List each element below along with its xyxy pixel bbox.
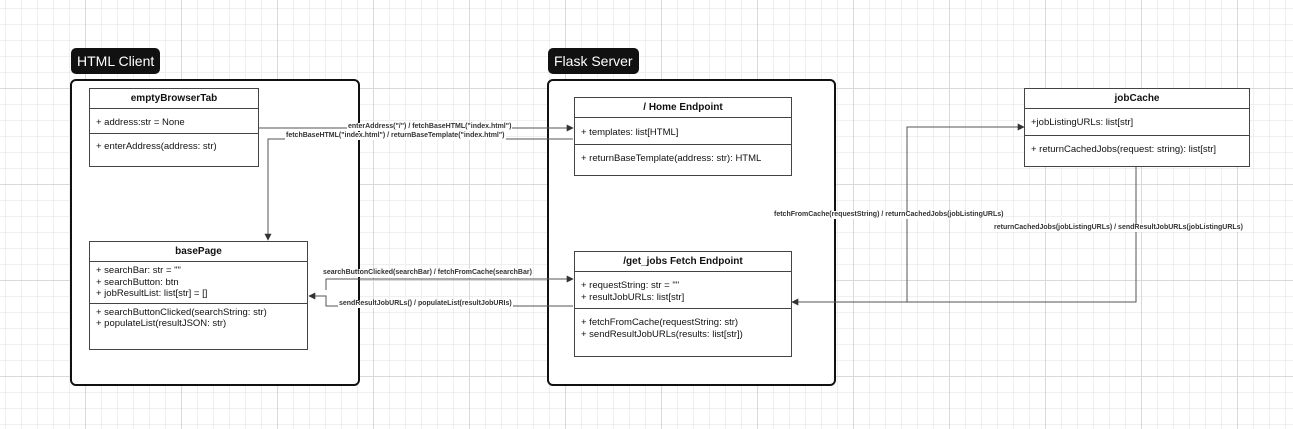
class-base-page[interactable]: basePage + searchBar: str = "" + searchB…	[89, 241, 308, 350]
label-fetch-base-html: fetchBaseHTML("index.html") / returnBase…	[285, 132, 506, 140]
methods-section: + returnBaseTemplate(address: str): HTML	[575, 145, 791, 168]
label-fetch-from-cache: fetchFromCache(requestString) / returnCa…	[773, 211, 1005, 219]
methods-section: + searchButtonClicked(searchString: str)…	[90, 304, 307, 333]
method: + returnBaseTemplate(address: str): HTML	[581, 153, 762, 164]
edge-return-cached	[791, 167, 1137, 306]
attribute: + jobResultList: list[str] = []	[96, 288, 208, 299]
method: + returnCachedJobs(request: string): lis…	[1031, 144, 1217, 155]
method: + populateList(resultJSON: str)	[96, 318, 227, 329]
attribute: + searchButton: btn	[96, 276, 179, 288]
attributes-section: + address:str = None	[90, 109, 258, 134]
class-home-endpoint[interactable]: / Home Endpoint + templates: list[HTML] …	[574, 97, 792, 176]
attribute: + address:str = None	[96, 117, 185, 128]
class-empty-browser-tab[interactable]: emptyBrowserTab + address:str = None + e…	[89, 88, 259, 167]
class-get-jobs-endpoint[interactable]: /get_jobs Fetch Endpoint + requestString…	[574, 251, 792, 357]
method: + sendResultJobURLs(results: list[str])	[581, 328, 743, 340]
label-return-cached: returnCachedJobs(jobListingURLs) / sendR…	[993, 224, 1244, 232]
attributes-section: +jobListingURLs: list[str]	[1025, 109, 1249, 136]
methods-section: + returnCachedJobs(request: string): lis…	[1025, 136, 1249, 159]
methods-section: + fetchFromCache(requestString: str) + s…	[575, 309, 791, 343]
attribute: + templates: list[HTML]	[581, 127, 679, 138]
class-title: jobCache	[1025, 89, 1249, 109]
attribute: +jobListingURLs: list[str]	[1031, 117, 1134, 128]
method: + enterAddress(address: str)	[96, 141, 217, 152]
label-enter-address: enterAddress("/") / fetchBaseHTML("index…	[347, 123, 513, 131]
attributes-section: + requestString: str = "" + resultJobURL…	[575, 272, 791, 309]
attribute: + resultJobURLs: list[str]	[581, 291, 685, 303]
attributes-section: + searchBar: str = "" + searchButton: bt…	[90, 262, 307, 304]
attribute: + searchBar: str = ""	[96, 265, 181, 276]
class-title: /get_jobs Fetch Endpoint	[575, 252, 791, 272]
class-title: / Home Endpoint	[575, 98, 791, 118]
class-job-cache[interactable]: jobCache +jobListingURLs: list[str] + re…	[1024, 88, 1250, 167]
flask-server-label: Flask Server	[548, 48, 639, 74]
class-title: basePage	[90, 242, 307, 262]
attribute: + requestString: str = ""	[581, 280, 680, 291]
attributes-section: + templates: list[HTML]	[575, 118, 791, 145]
edge-search-clicked	[325, 275, 574, 290]
label-search-clicked: searchButtonClicked(searchBar) / fetchFr…	[322, 269, 533, 277]
methods-section: + enterAddress(address: str)	[90, 134, 258, 156]
label-send-results: sendResultJobURLs() / populateList(resul…	[338, 300, 513, 308]
method: + fetchFromCache(requestString: str)	[581, 317, 739, 328]
class-title: emptyBrowserTab	[90, 89, 258, 109]
method: + searchButtonClicked(searchString: str)	[96, 306, 267, 318]
html-client-label: HTML Client	[71, 48, 161, 74]
